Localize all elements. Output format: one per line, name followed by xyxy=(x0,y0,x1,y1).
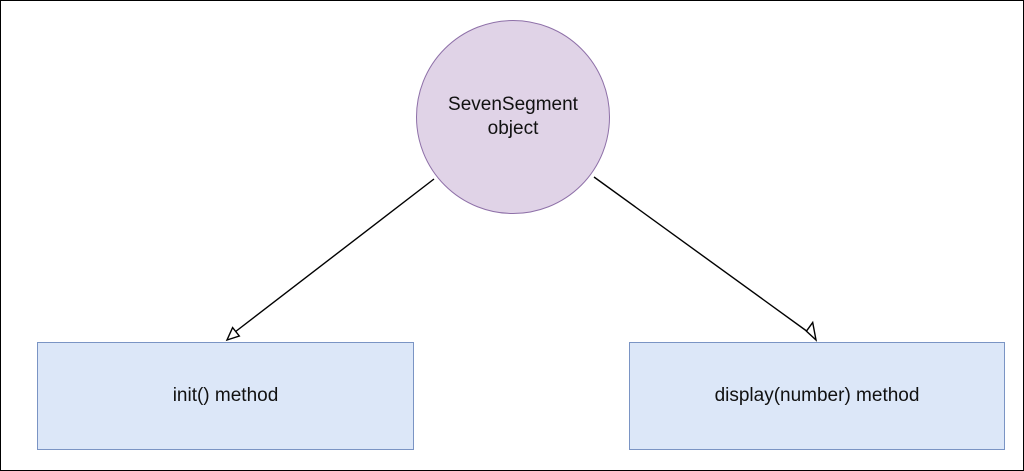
display-method-node xyxy=(629,342,1005,450)
sevensegment-object-node xyxy=(416,20,610,214)
edge-root-to-init xyxy=(225,178,435,342)
edge-line-init xyxy=(234,178,435,333)
arrowhead-init xyxy=(225,326,241,342)
display-method-label: display(number) method xyxy=(714,385,920,407)
init-method-node xyxy=(37,342,414,450)
edge-line-display xyxy=(593,176,809,333)
init-method-label: init() method xyxy=(172,385,279,407)
edge-root-to-display xyxy=(593,176,818,342)
arrowhead-display xyxy=(805,320,818,342)
sevensegment-object-label: SevenSegment object xyxy=(448,94,578,139)
